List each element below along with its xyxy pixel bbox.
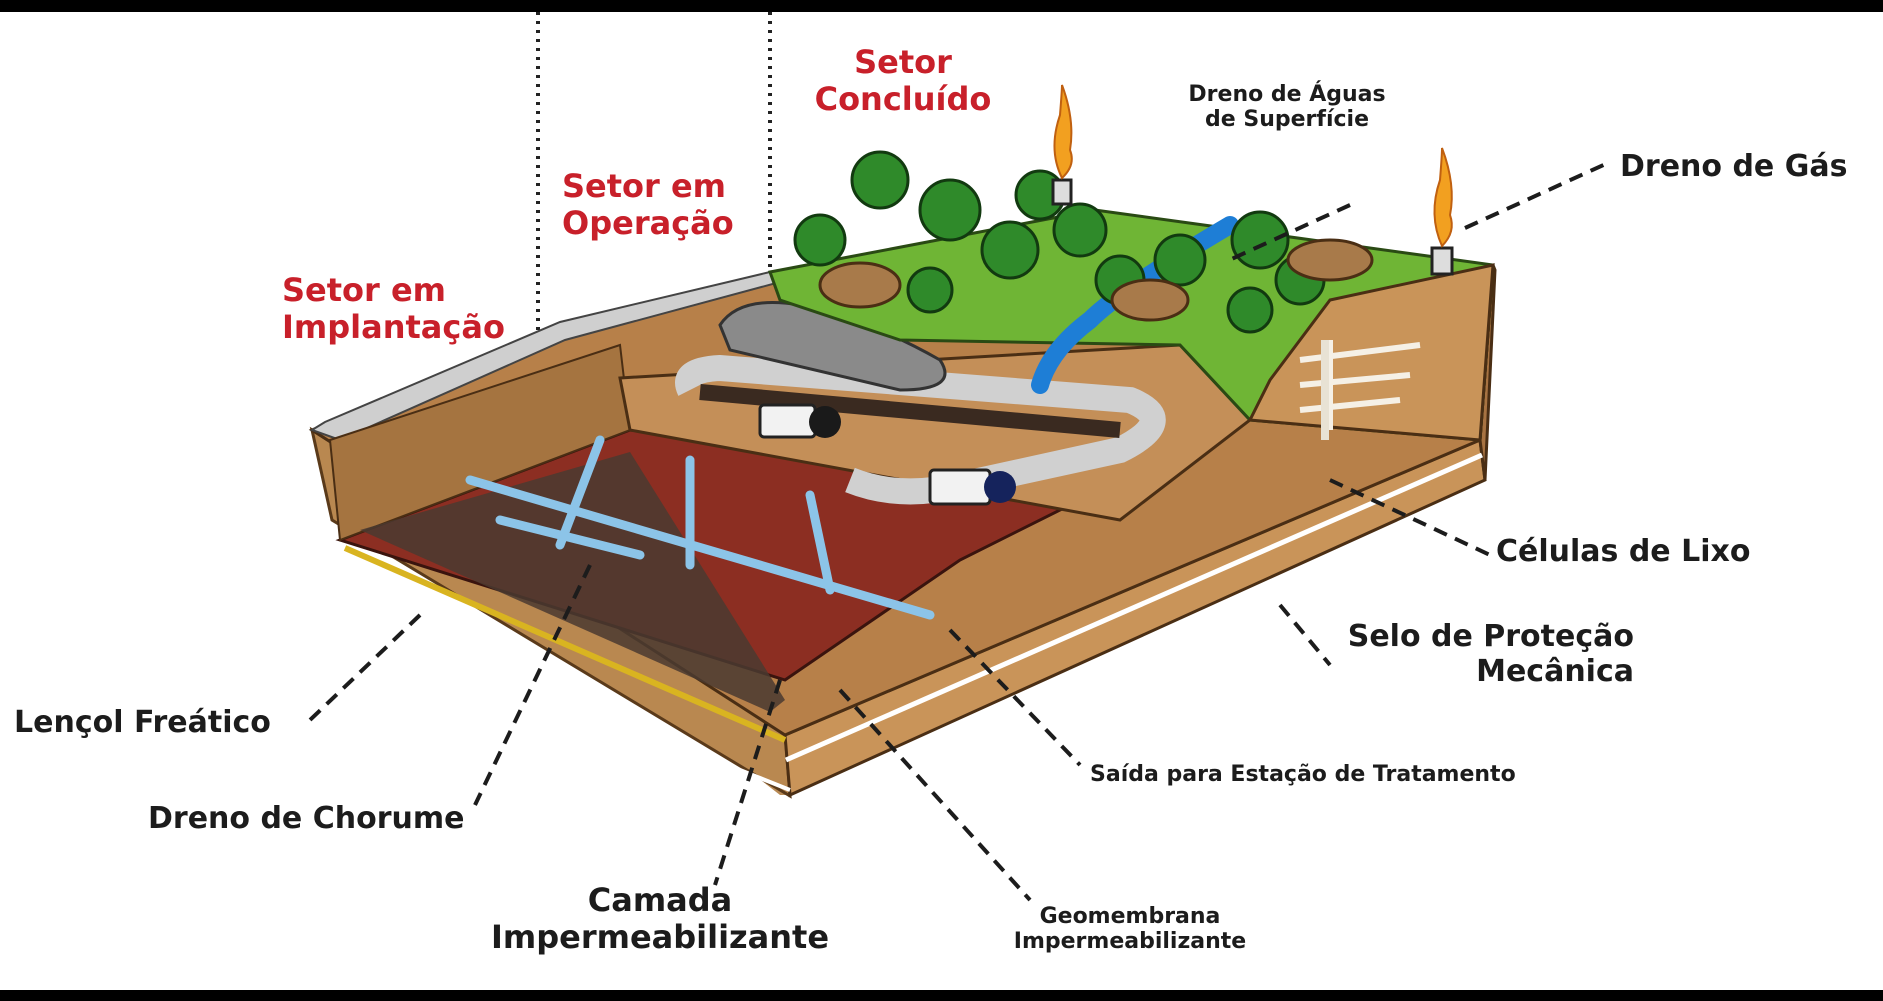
leader-geomembrana: [838, 688, 1032, 902]
sector-implantacao-line1: Setor em: [282, 271, 446, 309]
flame-icon: [1433, 147, 1453, 248]
drain-branch-4: [495, 515, 645, 560]
leader-saida-tratamento: [948, 628, 1082, 767]
access-road: [675, 354, 1166, 505]
drain-main: [465, 475, 935, 620]
sector-operacao-line1: Setor em: [562, 167, 726, 205]
sector-label-operacao: Setor em Operação: [562, 168, 734, 242]
tree: [1230, 210, 1290, 270]
tree: [850, 150, 910, 210]
truck-2: [928, 468, 1016, 506]
tree: [1226, 286, 1274, 334]
sector-concluido-line1: Setor: [854, 43, 952, 81]
label-selo-line2: Mecânica: [1476, 653, 1634, 689]
label-geomembrana: Geomembrana Impermeabilizante: [980, 904, 1280, 955]
label-selo-protecao: Selo de Proteção Mecânica: [1290, 619, 1634, 689]
label-geomembrana-line2: Impermeabilizante: [1013, 929, 1247, 955]
leader-selo-protecao: [1278, 603, 1332, 667]
leader-dreno-gas: [1464, 160, 1611, 230]
tree: [906, 266, 954, 314]
label-camada-line2: Impermeabilizante: [490, 917, 830, 956]
boulders: [818, 238, 1374, 322]
tree: [918, 178, 982, 242]
sector-label-concluido: Setor Concluído: [808, 44, 998, 118]
tree: [980, 220, 1040, 280]
drain-branch-3: [805, 490, 835, 595]
label-geomembrana-line1: Geomembrana: [1039, 904, 1221, 929]
label-saida-tratamento: Saída para Estação de Tratamento: [1090, 762, 1516, 787]
geomembrane-strip: [360, 452, 785, 712]
label-camada-line1: Camada: [587, 881, 733, 919]
label-dreno-aguas: Dreno de Águas de Superfície: [1162, 82, 1412, 133]
label-celulas-lixo: Células de Lixo: [1496, 534, 1751, 569]
leader-celulas-lixo: [1329, 478, 1491, 557]
sector-operacao-line2: Operação: [562, 203, 734, 242]
label-lencol-freatico: Lençol Freático: [14, 705, 271, 740]
tree: [1052, 202, 1108, 258]
leader-lines: [308, 160, 1611, 902]
road-pit: [699, 384, 1121, 438]
label-dreno-chorume: Dreno de Chorume: [148, 801, 465, 836]
truck-1: [758, 403, 841, 439]
sector-label-implantacao: Setor em Implantação: [282, 272, 505, 346]
sector-implantacao-line2: Implantação: [282, 307, 505, 346]
trees: [793, 150, 1326, 334]
flame-icon: [1053, 84, 1073, 180]
label-dreno-aguas-line1: Dreno de Águas: [1188, 82, 1386, 107]
waste-cell-lines: [1299, 340, 1421, 430]
sector-concluido-line2: Concluído: [814, 79, 992, 118]
leachate-drains: [465, 435, 935, 620]
pit-wall: [328, 343, 632, 542]
label-dreno-aguas-line2: de Superfície: [1205, 107, 1369, 133]
tree: [793, 213, 847, 267]
label-camada-impermeabilizante: Camada Impermeabilizante: [470, 882, 850, 956]
water-table-stripe-front: [784, 452, 1484, 763]
gas-vent-2: [1430, 147, 1454, 276]
leader-lencol-freatico: [308, 613, 422, 722]
drain-branch-1: [555, 435, 605, 550]
label-dreno-gas: Dreno de Gás: [1620, 149, 1848, 184]
gas-vent-1: [1051, 84, 1073, 206]
liner-pit: [343, 545, 787, 743]
tree: [1153, 233, 1207, 287]
label-selo-line1: Selo de Proteção: [1347, 619, 1634, 654]
leader-camada: [713, 679, 782, 886]
water-table-stripe-left: [339, 608, 791, 792]
